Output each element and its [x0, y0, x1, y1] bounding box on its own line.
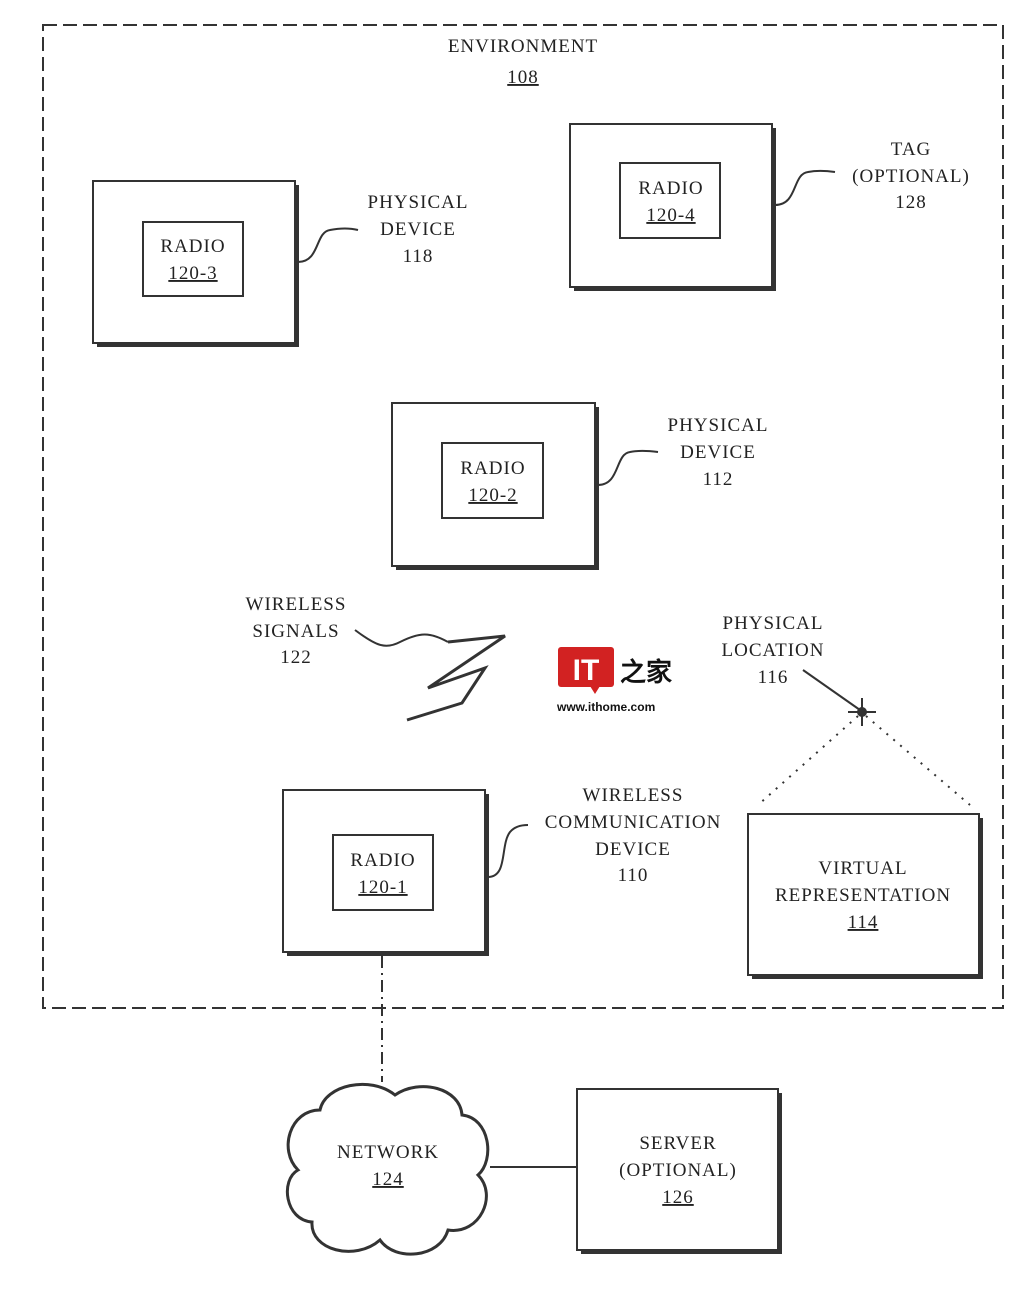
- caption-line: DEVICE: [595, 839, 671, 860]
- radio-ref: 120-1: [358, 877, 407, 898]
- caption-line: WIRELESS: [246, 594, 347, 615]
- caption-ref: 116: [758, 667, 789, 688]
- wireless-signals-122: WIRELESS SIGNALS 122: [246, 594, 506, 722]
- box-ref: 114: [848, 912, 879, 933]
- caption-line: DEVICE: [380, 219, 456, 240]
- virtual-representation-114: VIRTUAL REPRESENTATION 114: [747, 813, 983, 979]
- caption-ref: 118: [403, 246, 434, 267]
- network-ref: 124: [372, 1169, 404, 1190]
- svg-text:之家: 之家: [620, 657, 672, 688]
- caption-ref: 128: [895, 192, 927, 213]
- network-label: NETWORK: [337, 1142, 439, 1163]
- svg-text:IT: IT: [573, 654, 600, 687]
- ithome-watermark-logo: IT 之家 www.ithome.com: [556, 647, 672, 714]
- physical-location-116: PHYSICAL LOCATION 116: [722, 613, 971, 806]
- caption-line: PHYSICAL: [368, 192, 469, 213]
- radio-ref: 120-2: [468, 485, 517, 506]
- watermark-url: www.ithome.com: [556, 700, 655, 714]
- crosshair-icon: [848, 698, 876, 726]
- caption-line: PHYSICAL: [668, 415, 769, 436]
- caption-ref: 112: [703, 469, 734, 490]
- caption-line: SIGNALS: [252, 621, 339, 642]
- box-label: REPRESENTATION: [775, 885, 951, 906]
- caption-line: PHYSICAL: [723, 613, 824, 634]
- environment-ref: 108: [507, 67, 539, 88]
- lightning-signal-icon: [406, 634, 506, 722]
- caption-line: TAG: [891, 139, 932, 160]
- caption-line: COMMUNICATION: [545, 812, 722, 833]
- box-label: SERVER: [639, 1133, 716, 1154]
- environment-label: ENVIRONMENT: [448, 36, 598, 57]
- tag-128: RADIO 120-4 TAG (OPTIONAL) 128: [569, 123, 970, 291]
- server-126: SERVER (OPTIONAL) 126: [576, 1088, 782, 1254]
- caption-line: (OPTIONAL): [852, 166, 970, 187]
- radio-ref: 120-4: [646, 205, 695, 226]
- physical-device-112: RADIO 120-2 PHYSICAL DEVICE 112: [391, 402, 769, 570]
- caption-line: LOCATION: [722, 640, 825, 661]
- radio-label: RADIO: [160, 236, 225, 257]
- box-ref: 126: [662, 1187, 694, 1208]
- radio-label: RADIO: [460, 458, 525, 479]
- box-label: (OPTIONAL): [619, 1160, 737, 1181]
- physical-device-118: RADIO 120-3 PHYSICAL DEVICE 118: [92, 180, 469, 347]
- network-124: NETWORK 124: [285, 1082, 490, 1256]
- caption-ref: 122: [280, 647, 312, 668]
- caption-ref: 110: [618, 865, 649, 886]
- wireless-communication-device-110: RADIO 120-1 WIRELESS COMMUNICATION DEVIC…: [282, 785, 722, 956]
- cloud-icon: [285, 1082, 490, 1256]
- caption-line: DEVICE: [680, 442, 756, 463]
- radio-label: RADIO: [350, 850, 415, 871]
- radio-label: RADIO: [638, 178, 703, 199]
- box-label: VIRTUAL: [818, 858, 907, 879]
- radio-ref: 120-3: [168, 263, 217, 284]
- caption-line: WIRELESS: [583, 785, 684, 806]
- environment-boundary: [42, 24, 1004, 1009]
